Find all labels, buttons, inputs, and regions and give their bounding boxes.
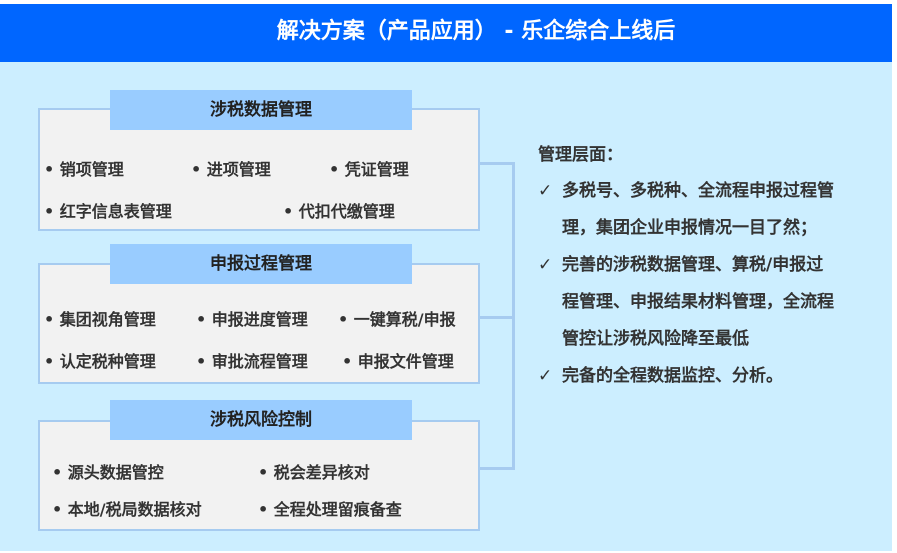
check-icon: ✓ xyxy=(538,181,553,201)
list-item: • 申报进度管理 xyxy=(196,310,308,329)
connector-line xyxy=(480,162,515,165)
check-icon: ✓ xyxy=(538,255,553,275)
list-item: • 本地/税局数据核对 xyxy=(52,500,202,519)
list-item: • 一键算税/申报 xyxy=(338,310,456,329)
summary-point: ✓完备的全程数据监控、分析。 xyxy=(538,358,834,395)
summary-point: ✓完善的涉税数据管理、算税/申报过程管理、申报结果材料管理，全流程管控让涉税风险… xyxy=(538,247,834,358)
page-title: 解决方案（产品应用） - 乐企综合上线后 xyxy=(276,19,676,44)
list-item: • 申报文件管理 xyxy=(342,352,454,371)
list-item: • 税会差异核对 xyxy=(258,463,370,482)
connector-line xyxy=(480,316,515,319)
list-item: • 认定税种管理 xyxy=(44,352,156,371)
title-banner: 解决方案（产品应用） - 乐企综合上线后 xyxy=(0,4,892,62)
summary-point: ✓多税号、多税种、全流程申报过程管理，集团企业申报情况一目了然； xyxy=(538,173,834,247)
list-item: • 全程处理留痕备查 xyxy=(258,500,402,519)
list-item: • 销项管理 xyxy=(44,160,124,179)
section-tax-risk-title: 涉税风险控制 xyxy=(110,400,412,440)
list-item: • 红字信息表管理 xyxy=(44,202,172,221)
summary-heading: 管理层面： xyxy=(538,145,623,165)
list-item: • 审批流程管理 xyxy=(196,352,308,371)
section-filing-process-title: 申报过程管理 xyxy=(110,244,412,284)
check-icon: ✓ xyxy=(538,366,553,386)
bracket-line xyxy=(512,162,515,470)
list-item: • 进项管理 xyxy=(191,160,271,179)
list-item: • 代扣代缴管理 xyxy=(283,202,395,221)
list-item: • 凭证管理 xyxy=(329,160,409,179)
list-item: • 源头数据管控 xyxy=(52,463,164,482)
section-tax-data-title: 涉税数据管理 xyxy=(110,90,412,130)
connector-line xyxy=(480,467,515,470)
management-summary: 管理层面： ✓多税号、多税种、全流程申报过程管理，集团企业申报情况一目了然； ✓… xyxy=(538,140,834,395)
list-item: • 集团视角管理 xyxy=(44,310,156,329)
